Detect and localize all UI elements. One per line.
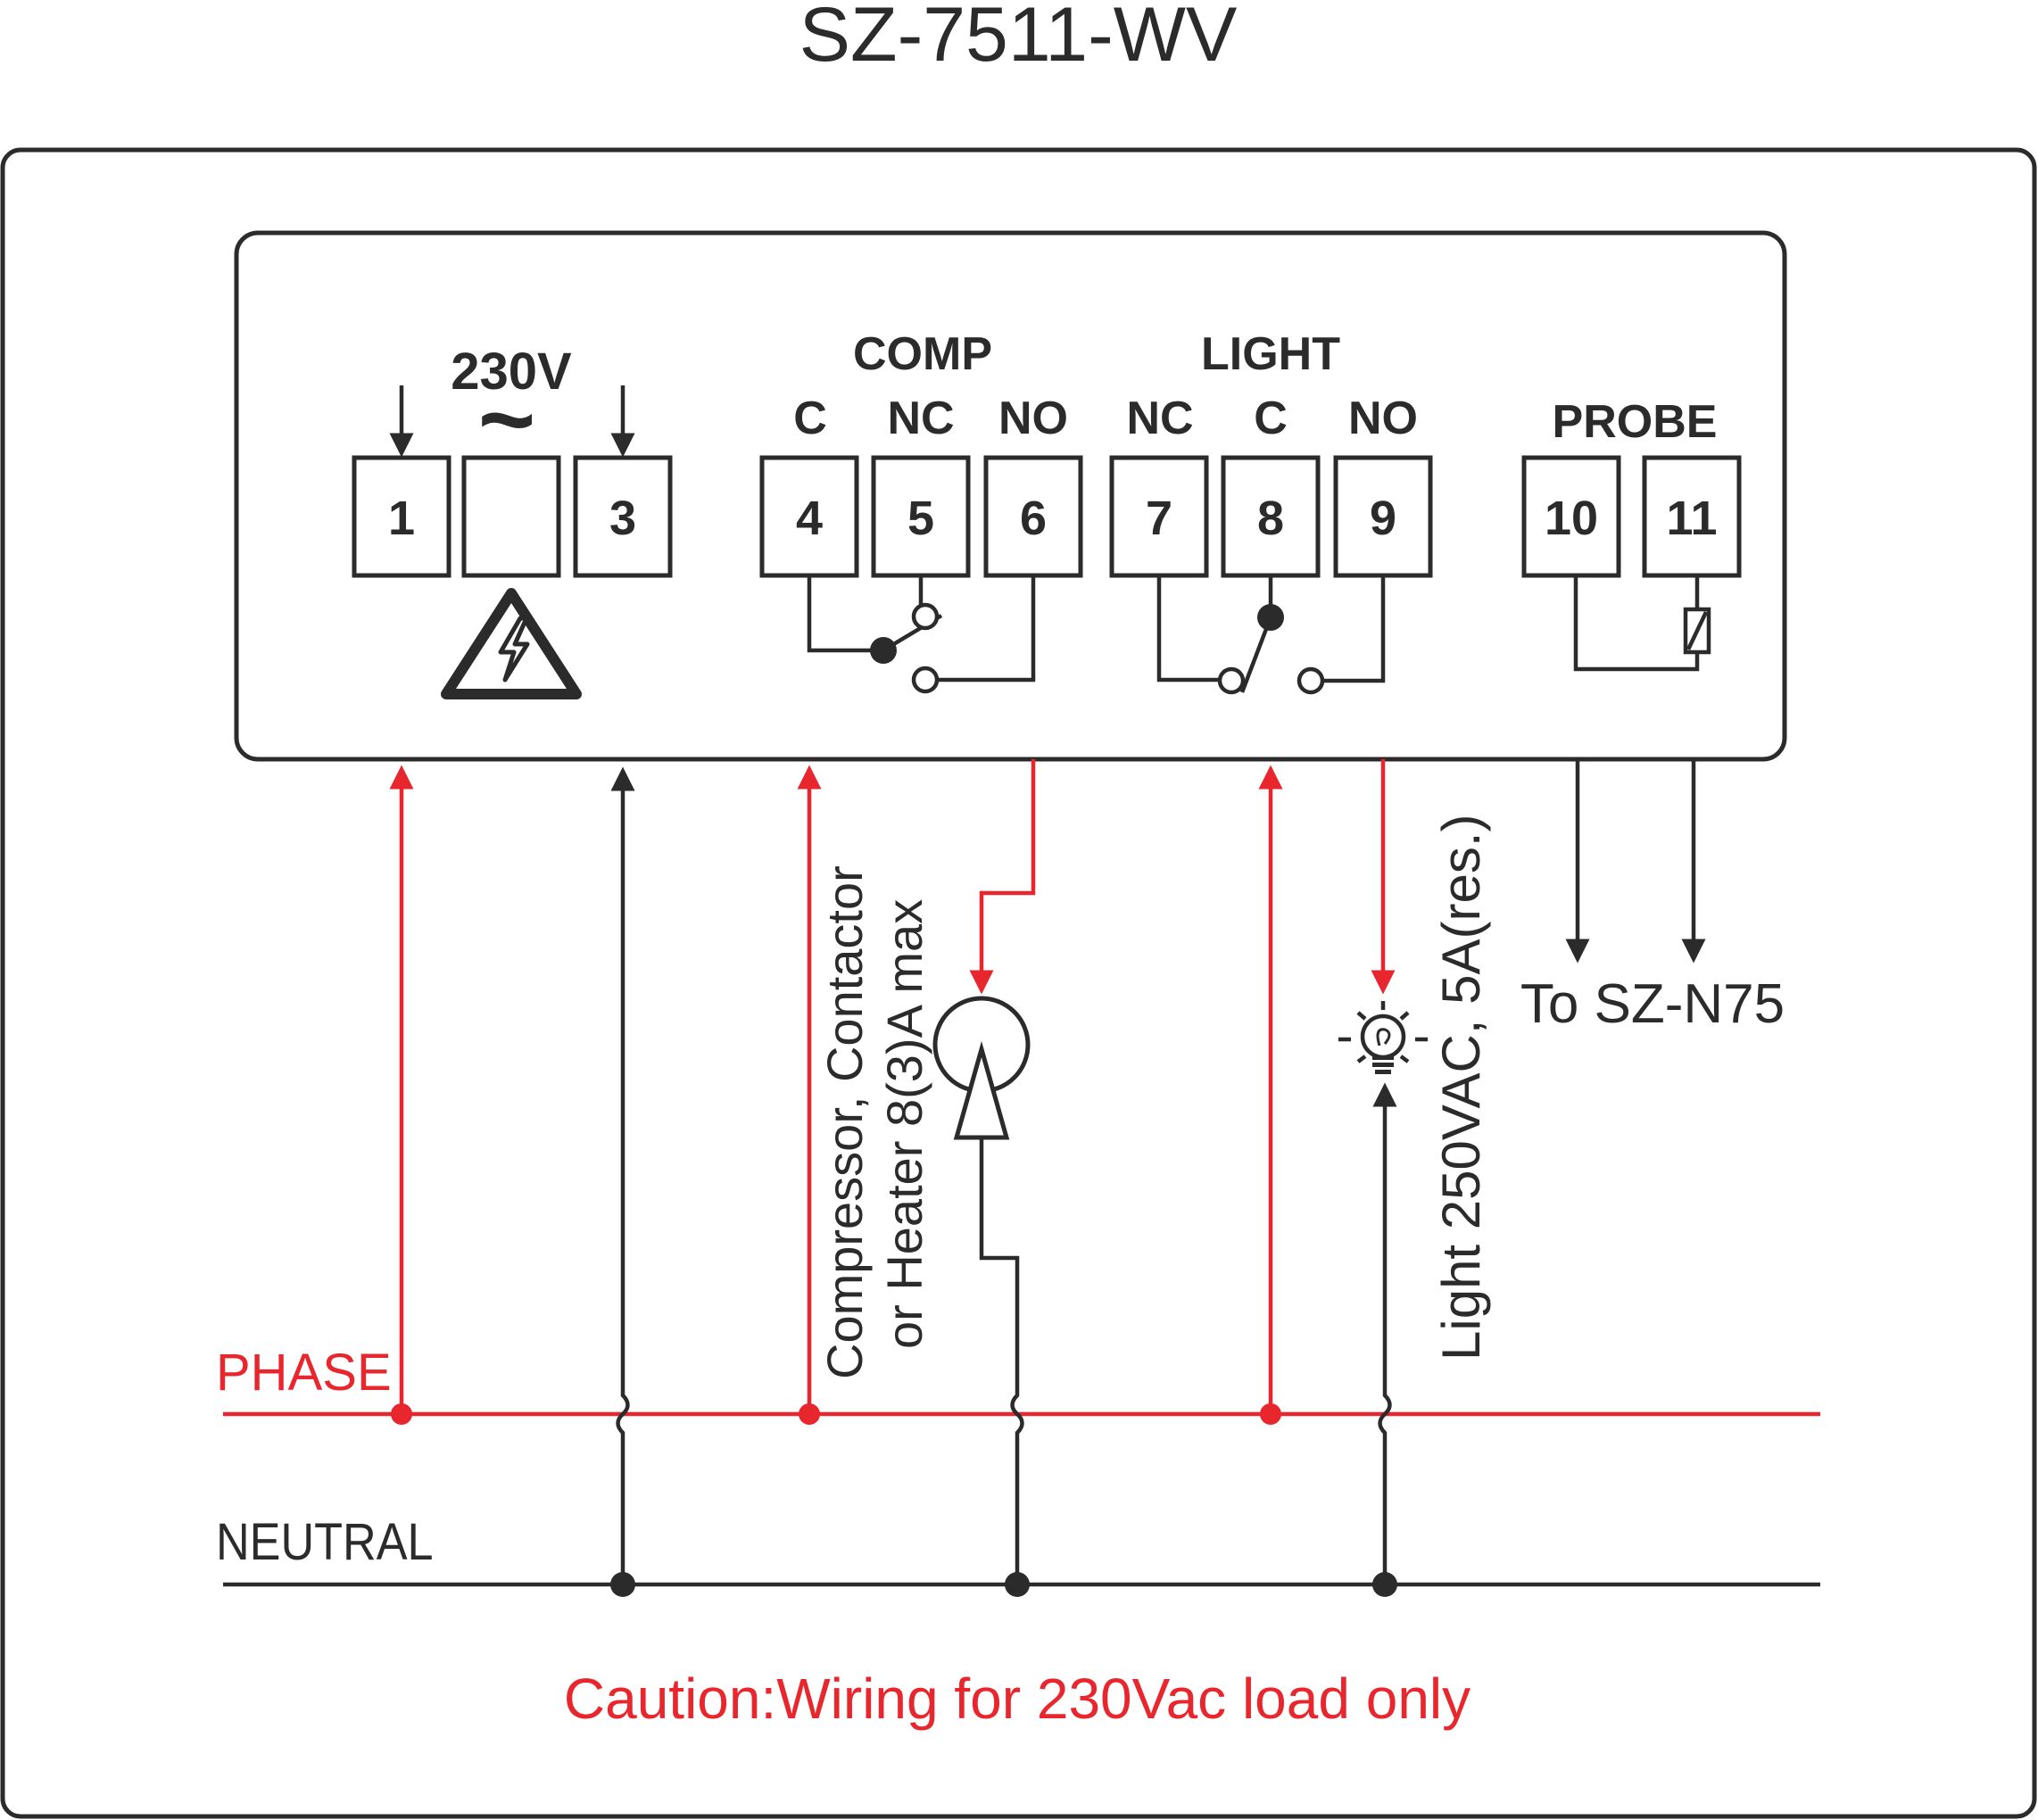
comp-relay-switch <box>807 575 1036 694</box>
terminal-11: 11 <box>1642 455 1742 578</box>
phase-junction-t1 <box>391 1403 412 1425</box>
terminal-3: 3 <box>573 455 673 578</box>
light-contact-c: C <box>1254 393 1288 444</box>
probe-destination-label: To SZ-N75 <box>1520 973 1785 1035</box>
terminal-label: 11 <box>1666 492 1717 545</box>
light-group-label: LIGHT <box>1201 328 1340 380</box>
light-relay-switch <box>1156 575 1386 695</box>
comp-group-label: COMP <box>853 328 992 380</box>
high-voltage-warning-icon <box>441 588 582 699</box>
neutral-junction-t3 <box>610 1572 635 1597</box>
neutral-junction-light <box>1372 1572 1397 1597</box>
phase-junction-t8 <box>1260 1403 1281 1425</box>
compressor-load-label-line1: Compressor, Contactor <box>816 865 873 1379</box>
terminal-label: 5 <box>907 492 934 545</box>
diagram-title: SZ-7511-WV <box>799 0 1238 78</box>
terminal-9: 9 <box>1333 455 1433 578</box>
power-voltage-label: 230V <box>451 343 572 401</box>
compressor-load-label-line2: or Heater 8(3)A max <box>876 899 932 1349</box>
terminal-label: 10 <box>1545 492 1598 545</box>
light-load-label: Light 250VAC, 5A(res.) <box>1431 814 1491 1361</box>
terminal-label: 1 <box>388 492 415 545</box>
probe-sensor <box>1573 575 1711 672</box>
terminal-10: 10 <box>1521 455 1621 578</box>
terminal-4: 4 <box>759 455 859 578</box>
terminal-1: 1 <box>352 455 452 578</box>
comp-output-wire <box>969 759 1036 995</box>
terminal-5: 5 <box>871 455 971 578</box>
light-contact-nc: NC <box>1126 393 1193 444</box>
phase-junction-t4 <box>799 1403 820 1425</box>
light-contact-no: NO <box>1348 393 1418 444</box>
terminal-label: 6 <box>1020 492 1047 545</box>
terminal-label: 8 <box>1257 492 1284 545</box>
comp-contact-no: NO <box>998 393 1068 444</box>
phase-label: PHASE <box>216 1344 392 1402</box>
terminal-label: 9 <box>1370 492 1396 545</box>
controller-panel <box>234 230 1787 762</box>
terminal-7: 7 <box>1109 455 1209 578</box>
comp-contact-nc: NC <box>887 393 954 444</box>
terminal-2-blank <box>461 455 561 578</box>
probe-group-label: PROBE <box>1553 396 1718 448</box>
compressor-icon <box>932 996 1031 1140</box>
comp-contact-c: C <box>793 393 827 444</box>
terminal-label: 4 <box>796 492 823 545</box>
terminal-8: 8 <box>1221 455 1321 578</box>
light-neutral-wire <box>1372 1082 1397 1584</box>
neutral-label: NEUTRAL <box>216 1512 434 1570</box>
light-bulb-icon <box>1338 1001 1428 1074</box>
outer-enclosure <box>0 147 2037 1819</box>
caution-note: Caution:Wiring for 230Vac load only <box>564 1667 1471 1731</box>
terminal-6: 6 <box>983 455 1083 578</box>
terminal-label: 7 <box>1146 492 1172 545</box>
neutral-junction-comp <box>1005 1572 1030 1597</box>
neutral-wire-t3 <box>610 766 635 1584</box>
terminal-label: 3 <box>609 492 636 545</box>
compressor-neutral-wire <box>979 1138 1024 1584</box>
